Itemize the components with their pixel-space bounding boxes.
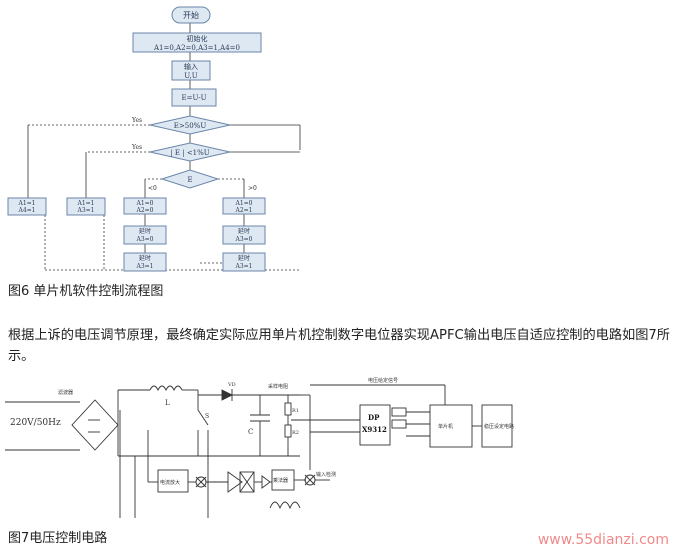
init-values: A1=0,A2=0,A3=1,A4=0 <box>153 44 240 52</box>
digital-pot-box <box>359 404 391 446</box>
diode-label: VD <box>227 382 236 388</box>
dp-title: DP <box>368 413 380 422</box>
start-node <box>171 6 211 24</box>
resistor2-label: R2 <box>292 430 299 436</box>
decision-3-left: <0 <box>148 185 157 192</box>
box-delay-left-line1: 延时 <box>139 227 151 235</box>
inductor-l <box>149 385 183 392</box>
bridge-rectifier <box>71 399 119 451</box>
switch-label: S <box>205 413 209 420</box>
decision-1-label: E>50%U <box>174 122 207 130</box>
box-a3-line1: A1=0 <box>136 200 154 207</box>
multiplier-label: 乘法器 <box>273 477 288 484</box>
start-label: 开始 <box>183 10 199 20</box>
flowchart-diagram: 开始 初始化 A1=0,A2=0,A3=1,A4=0 输入 U,U E=U-U … <box>7 6 301 272</box>
current-amp-label: 电流放大 <box>160 479 180 486</box>
box-delay-right2-line1: 延时 <box>238 254 250 262</box>
box-delay-right2 <box>222 252 266 272</box>
top-line-label: 电压给定信号 <box>368 377 398 384</box>
diode-vd <box>221 389 234 401</box>
box-delay-left2 <box>123 252 167 272</box>
box-delay-right <box>222 225 266 245</box>
comparator <box>227 471 243 493</box>
decision-3 <box>160 169 220 189</box>
decision-3-label: E <box>187 176 192 184</box>
decision-2-label: | E | <1%U <box>170 149 209 157</box>
current-amp-box <box>157 469 189 493</box>
init-title: 初始化 <box>187 34 208 43</box>
sample-label: 采样电阻 <box>268 383 288 390</box>
inductor-label: L <box>165 399 170 407</box>
box-delay-left2-line1: 延时 <box>139 254 151 262</box>
error-calc-label: E=U-U <box>181 94 206 102</box>
circuit-diagram: 220V/50Hz 滤波器 L S VD C R1 R2 采样电阻 电压给定信号… <box>5 377 514 518</box>
box-a1 <box>7 197 47 216</box>
site-watermark: www.55dianzi.com <box>537 532 669 548</box>
input-box <box>171 60 211 81</box>
rectified-waveform <box>269 501 301 510</box>
fig6-caption: 图6 单片机软件控制流程图 <box>8 284 164 299</box>
decision-2 <box>149 142 231 162</box>
bottom-label: 输入检测 <box>316 471 336 478</box>
box-a3 <box>123 197 167 215</box>
decision-2-yes: Yes <box>131 144 142 151</box>
box-delay-right-line1: 延时 <box>238 227 250 235</box>
box-a2-line2: A3=1 <box>77 207 95 214</box>
input-values: U,U <box>184 72 197 80</box>
box-delay-left2-line2: A3=1 <box>136 263 154 270</box>
decision-3-right: >0 <box>248 185 257 192</box>
box-delay-left <box>123 225 167 245</box>
init-box <box>132 32 262 53</box>
box-a1-line2: A4=1 <box>18 207 36 214</box>
box-delay-right2-line2: A3=1 <box>235 263 253 270</box>
box-delay-right-line2: A3=0 <box>235 236 253 243</box>
box-a1-line1: A1=1 <box>18 200 36 207</box>
box-a2 <box>66 197 106 216</box>
mcu-box <box>429 404 473 448</box>
regulator-label: 稳压设定电路 <box>484 423 514 430</box>
resistor1-label: R1 <box>292 408 299 414</box>
box-delay-left-line2: A3=0 <box>136 236 154 243</box>
box-a4-line2: A2=1 <box>235 207 253 214</box>
resistor-r2 <box>284 424 292 438</box>
dp-part: X9312 <box>362 425 387 434</box>
mcu-label: 单片机 <box>438 423 453 430</box>
box-a4-line1: A1=0 <box>235 200 253 207</box>
fig7-caption: 图7电压控制电路 <box>8 531 108 546</box>
resistor-r1 <box>284 402 292 416</box>
box-a4 <box>222 197 266 215</box>
source-label: 220V/50Hz <box>10 418 61 428</box>
cap-label: C <box>248 428 253 436</box>
filter-label: 滤波器 <box>58 389 73 396</box>
regulator-box <box>481 404 513 448</box>
error-calc-box <box>171 88 217 107</box>
box-a2-line1: A1=1 <box>77 200 95 207</box>
input-title: 输入 <box>184 62 198 71</box>
box-a3-line2: A2=0 <box>136 207 154 214</box>
decision-1 <box>149 115 231 135</box>
decision-1-yes: Yes <box>131 117 142 124</box>
body-paragraph: 根据上诉的电压调节原理，最终确定实际应用单片机控制数字电位器实现APFC输出电压… <box>8 328 670 364</box>
